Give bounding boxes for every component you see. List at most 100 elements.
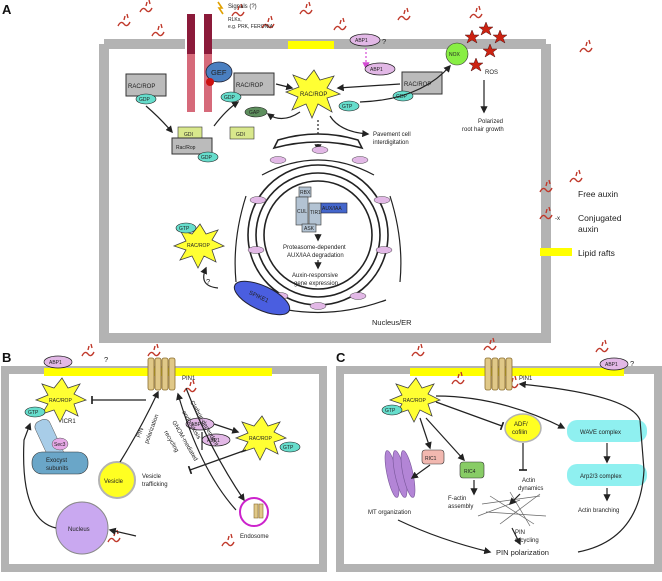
- rac-rop-active-label: RAC/ROP: [300, 92, 327, 98]
- vesicle: [98, 461, 136, 499]
- rac-rop-spike-label: RAC/ROP: [187, 243, 210, 249]
- rac-rop-label: RAC/ROP: [249, 436, 272, 442]
- adf-label-2: cofilin: [512, 430, 527, 436]
- endosome-pin-icon: [253, 503, 264, 519]
- pin-pol-label-1: PIN: [136, 427, 145, 438]
- er-tubule: [272, 133, 364, 150]
- pin1-label: PIN1: [182, 376, 196, 382]
- arrow-rac-ric4: [425, 417, 465, 462]
- gdi-box: [229, 126, 255, 140]
- arrow-rac-wave: [435, 395, 566, 429]
- pavement-label-1: Pavement cell: [373, 132, 411, 138]
- arrow-auxin-nucleus: [108, 527, 137, 537]
- abp1-protein: [364, 62, 396, 76]
- endosome-label: Endosome: [240, 534, 269, 540]
- ros-stars-icon: [464, 21, 508, 72]
- rbx-label: RBX: [300, 190, 311, 196]
- arrow-recycling: [176, 392, 237, 511]
- legend-free-auxin: Free auxin: [578, 189, 618, 199]
- arrow-gdi: [145, 105, 173, 134]
- panel-a-letter: A: [2, 2, 12, 17]
- proteasome-label-1: Proteasome-dependent: [283, 245, 346, 251]
- gdp-label: GDP: [201, 155, 213, 161]
- rlk-extracellular: [204, 14, 212, 54]
- auxin-icon: [81, 343, 95, 357]
- gap-label: GAP: [249, 110, 260, 116]
- panel-b-letter: B: [2, 350, 11, 365]
- microtubule-icon: [384, 450, 416, 498]
- pavement-label-2: interdigitation: [373, 140, 409, 146]
- gtp-label: GTP: [28, 410, 39, 416]
- abp1-label: ABP1: [355, 38, 368, 44]
- panel-c-letter: C: [336, 350, 346, 365]
- gtp-badge: [175, 222, 197, 234]
- abp1-er-icon: [311, 146, 329, 154]
- arrow-abp1-rac: [213, 423, 240, 434]
- gdi-label: GDI: [236, 132, 245, 138]
- gene-label-2: gene expression: [294, 281, 338, 287]
- gtp-badge: [381, 404, 403, 416]
- rac-rop-box-mid: [233, 72, 275, 96]
- arrow-rac-nox: [359, 64, 451, 103]
- pin-rec-label-1: PIN: [515, 530, 525, 536]
- abp1-protein: [43, 355, 73, 369]
- rlk-label-2: e.g. PRK, FERONIA: [228, 24, 274, 30]
- adf-cofilin: [504, 413, 542, 443]
- icr1-label: ICR1: [62, 419, 76, 425]
- ask-label: ASK: [304, 226, 315, 232]
- auxin-icon: [397, 7, 411, 21]
- polarized-label-1: Polarized: [478, 119, 503, 125]
- pin-rec-label-2: recycling: [515, 538, 539, 544]
- arp-label: Arp2/3 complex: [580, 474, 622, 480]
- inhibit-rac-adf: [435, 401, 505, 431]
- arrow-endocytosis: [185, 387, 245, 502]
- rlk-intracellular: [187, 54, 195, 112]
- gdp-badge: [220, 91, 242, 103]
- actin-dyn-label-1: Actin: [522, 478, 535, 484]
- spike1-protein: [233, 280, 291, 316]
- abp1-er-icon: [351, 156, 369, 164]
- factin-label-1: F-actin: [448, 496, 466, 502]
- rac-rop-star: [234, 415, 288, 461]
- er-cisterna: [389, 195, 402, 283]
- inhibition-line: [187, 449, 247, 475]
- proteasome-label-2: AUX/IAA degradation: [287, 253, 344, 259]
- gdi-label: GDI: [184, 132, 193, 138]
- rac-rop-label: RAC/ROP: [403, 398, 426, 404]
- legend-conjugated-mark: -x: [555, 216, 560, 222]
- auxin-icon: [595, 339, 609, 353]
- auxin-icon: [139, 0, 153, 13]
- legend-conjugated-1: Conjugated: [578, 213, 622, 223]
- ric4-protein: [459, 461, 485, 479]
- panel-c: C ABP1 ? PIN1 RAC/ROP GTP ADF/ cofilin W…: [336, 337, 662, 572]
- abp1-er-icon: [269, 156, 287, 164]
- panel-a: A Signals (?) RLKs, e.g. PRK, FERONIA GE…: [2, 0, 593, 343]
- question-mark: ?: [104, 355, 108, 364]
- arrow-activation: [336, 83, 401, 92]
- sec3-label: Sec3: [54, 442, 66, 448]
- ros-label: ROS: [485, 70, 498, 76]
- arrow-ric1-mt: [410, 464, 431, 479]
- rlk-label-1: RLKs,: [228, 17, 242, 23]
- abp1-label: ABP1: [605, 362, 618, 368]
- mt-org-label: MT organization: [368, 510, 411, 516]
- aux-iaa-subunit: [320, 202, 348, 214]
- abp1-er-icon: [309, 302, 327, 310]
- aux-iaa-label: AUX/IAA: [322, 206, 342, 212]
- gef-protein: [205, 61, 233, 83]
- question-mark: ?: [630, 359, 634, 368]
- rac-rop-inactive-label: Rac/Rop: [176, 145, 196, 151]
- vesicle-traf-label-1: Vesicle: [142, 474, 162, 480]
- gdp-label: GDP: [224, 95, 236, 101]
- abp1-er-icon: [349, 292, 367, 300]
- vesicle-traf-label-2: trafficking: [142, 482, 168, 488]
- ric4-label: RIC4: [464, 469, 476, 475]
- legend-lipid-raft-swatch: [540, 248, 572, 256]
- abp1-protein: [349, 33, 381, 47]
- er-cisterna: [261, 159, 375, 176]
- factin-label-2: assembly: [448, 504, 473, 510]
- arrow-mt-pin: [397, 519, 492, 555]
- abp1-protein: [599, 357, 629, 371]
- gef-label: GEF: [211, 68, 227, 77]
